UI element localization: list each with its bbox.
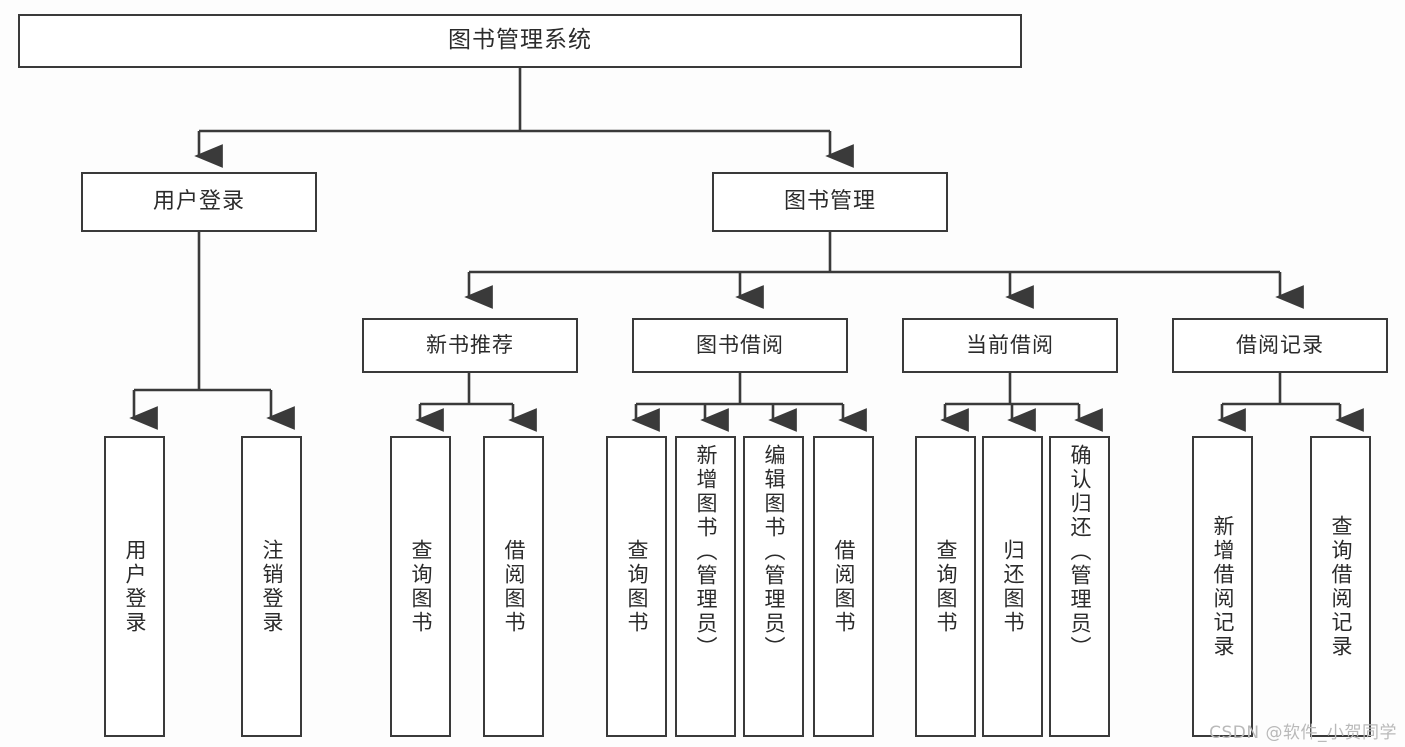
node-current-borrow[interactable]: 当前借阅: [902, 318, 1118, 373]
node-label: 图书借阅: [696, 332, 784, 357]
node-book-borrow[interactable]: 图书借阅: [632, 318, 848, 373]
leaf-bb-add-book-admin[interactable]: 新增图书（管理员）: [675, 436, 736, 737]
node-label: 确认归还（管理员）: [1068, 444, 1092, 660]
node-label: 图书管理系统: [448, 27, 592, 54]
node-label: 查询图书: [625, 538, 649, 635]
leaf-cb-query-book[interactable]: 查询图书: [915, 436, 976, 737]
node-label: 查询图书: [409, 538, 433, 635]
csdn-watermark: CSDN @软件_小贺同学: [1209, 723, 1397, 743]
node-label: 新增借阅记录: [1211, 514, 1235, 659]
node-label: 新书推荐: [426, 332, 514, 357]
node-label: 借阅图书: [832, 538, 856, 635]
leaf-logout[interactable]: 注销登录: [241, 436, 302, 737]
node-label: 查询借阅记录: [1329, 514, 1353, 659]
leaf-nb-borrow-book[interactable]: 借阅图书: [483, 436, 544, 737]
leaf-cb-return-book[interactable]: 归还图书: [982, 436, 1043, 737]
node-label: 注销登录: [260, 538, 284, 635]
node-borrow-record[interactable]: 借阅记录: [1172, 318, 1388, 373]
leaf-bb-query-book[interactable]: 查询图书: [606, 436, 667, 737]
leaf-nb-query-book[interactable]: 查询图书: [390, 436, 451, 737]
node-label: 归还图书: [1001, 538, 1025, 635]
node-label: 查询图书: [934, 538, 958, 635]
leaf-br-add-record[interactable]: 新增借阅记录: [1192, 436, 1253, 737]
node-label: 图书管理: [783, 188, 876, 214]
node-label: 编辑图书（管理员）: [762, 444, 786, 660]
leaf-cb-confirm-return-admin[interactable]: 确认归还（管理员）: [1049, 436, 1110, 737]
leaf-bb-edit-book-admin[interactable]: 编辑图书（管理员）: [743, 436, 804, 737]
node-user-login[interactable]: 用户登录: [81, 172, 317, 232]
node-new-book-recommend[interactable]: 新书推荐: [362, 318, 578, 373]
node-label: 用户登录: [152, 188, 245, 214]
node-label: 借阅图书: [502, 538, 526, 635]
node-root-system[interactable]: 图书管理系统: [18, 14, 1022, 68]
node-label: 用户登录: [123, 538, 147, 635]
leaf-user-login[interactable]: 用户登录: [104, 436, 165, 737]
node-label: 新增图书（管理员）: [694, 444, 718, 660]
node-book-management[interactable]: 图书管理: [712, 172, 948, 232]
leaf-bb-borrow-book[interactable]: 借阅图书: [813, 436, 874, 737]
leaf-br-query-record[interactable]: 查询借阅记录: [1310, 436, 1371, 737]
node-label: 借阅记录: [1236, 332, 1324, 357]
node-label: 当前借阅: [966, 332, 1054, 357]
